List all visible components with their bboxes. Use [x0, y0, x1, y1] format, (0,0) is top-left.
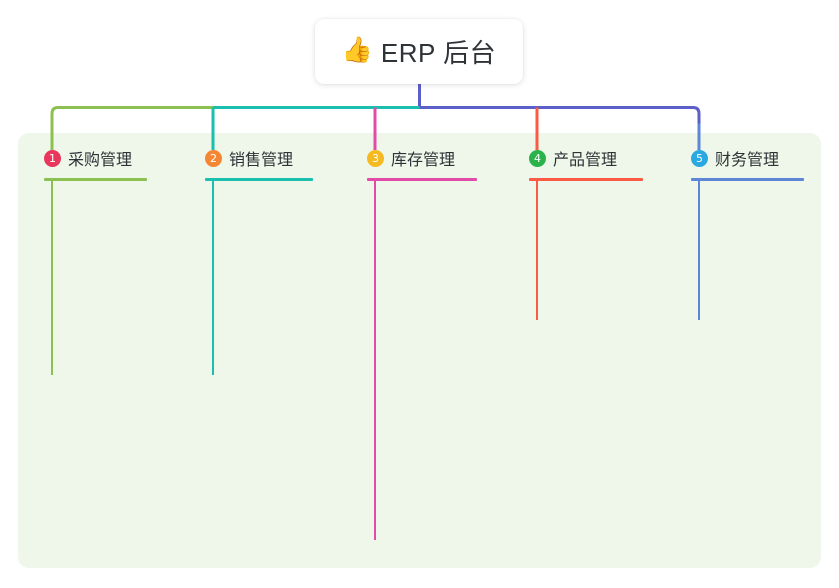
branch-header-3[interactable]: 3 库存管理 — [367, 146, 477, 170]
thumbs-up-icon: 👍 — [341, 35, 374, 64]
branch-badge-3: 3 — [367, 149, 384, 167]
branch-badge-4: 4 — [529, 149, 546, 167]
branch-title-5: 财务管理 — [715, 152, 780, 169]
root-node-content: 👍 ERP 后台 — [342, 33, 496, 70]
diagram-background-panel — [18, 133, 821, 568]
branch-header-rule-4 — [529, 178, 643, 181]
branch-column-1: 1 采购管理 — [44, 146, 147, 181]
branch-title-4: 产品管理 — [553, 152, 618, 169]
branch-header-4[interactable]: 4 产品管理 — [529, 146, 643, 170]
branch-header-rule-1 — [44, 178, 147, 181]
branch-header-rule-5 — [691, 178, 804, 181]
branch-header-2[interactable]: 2 销售管理 — [205, 146, 313, 170]
branch-column-5: 5 财务管理 — [691, 146, 804, 181]
branch-column-3: 3 库存管理 — [367, 146, 477, 181]
branch-badge-1: 1 — [44, 149, 61, 167]
branch-badge-2: 2 — [205, 149, 222, 167]
branch-title-2: 销售管理 — [229, 152, 294, 169]
root-node[interactable]: 👍 ERP 后台 — [315, 19, 523, 84]
branch-header-rule-2 — [205, 178, 313, 181]
branch-header-5[interactable]: 5 财务管理 — [691, 146, 804, 170]
root-node-title: ERP 后台 — [380, 38, 497, 68]
branch-header-rule-3 — [367, 178, 477, 181]
branch-column-4: 4 产品管理 — [529, 146, 643, 181]
branch-column-2: 2 销售管理 — [205, 146, 313, 181]
branch-title-3: 库存管理 — [391, 152, 456, 169]
branch-title-1: 采购管理 — [68, 152, 133, 169]
branch-badge-5: 5 — [691, 149, 708, 167]
branch-header-1[interactable]: 1 采购管理 — [44, 146, 147, 170]
